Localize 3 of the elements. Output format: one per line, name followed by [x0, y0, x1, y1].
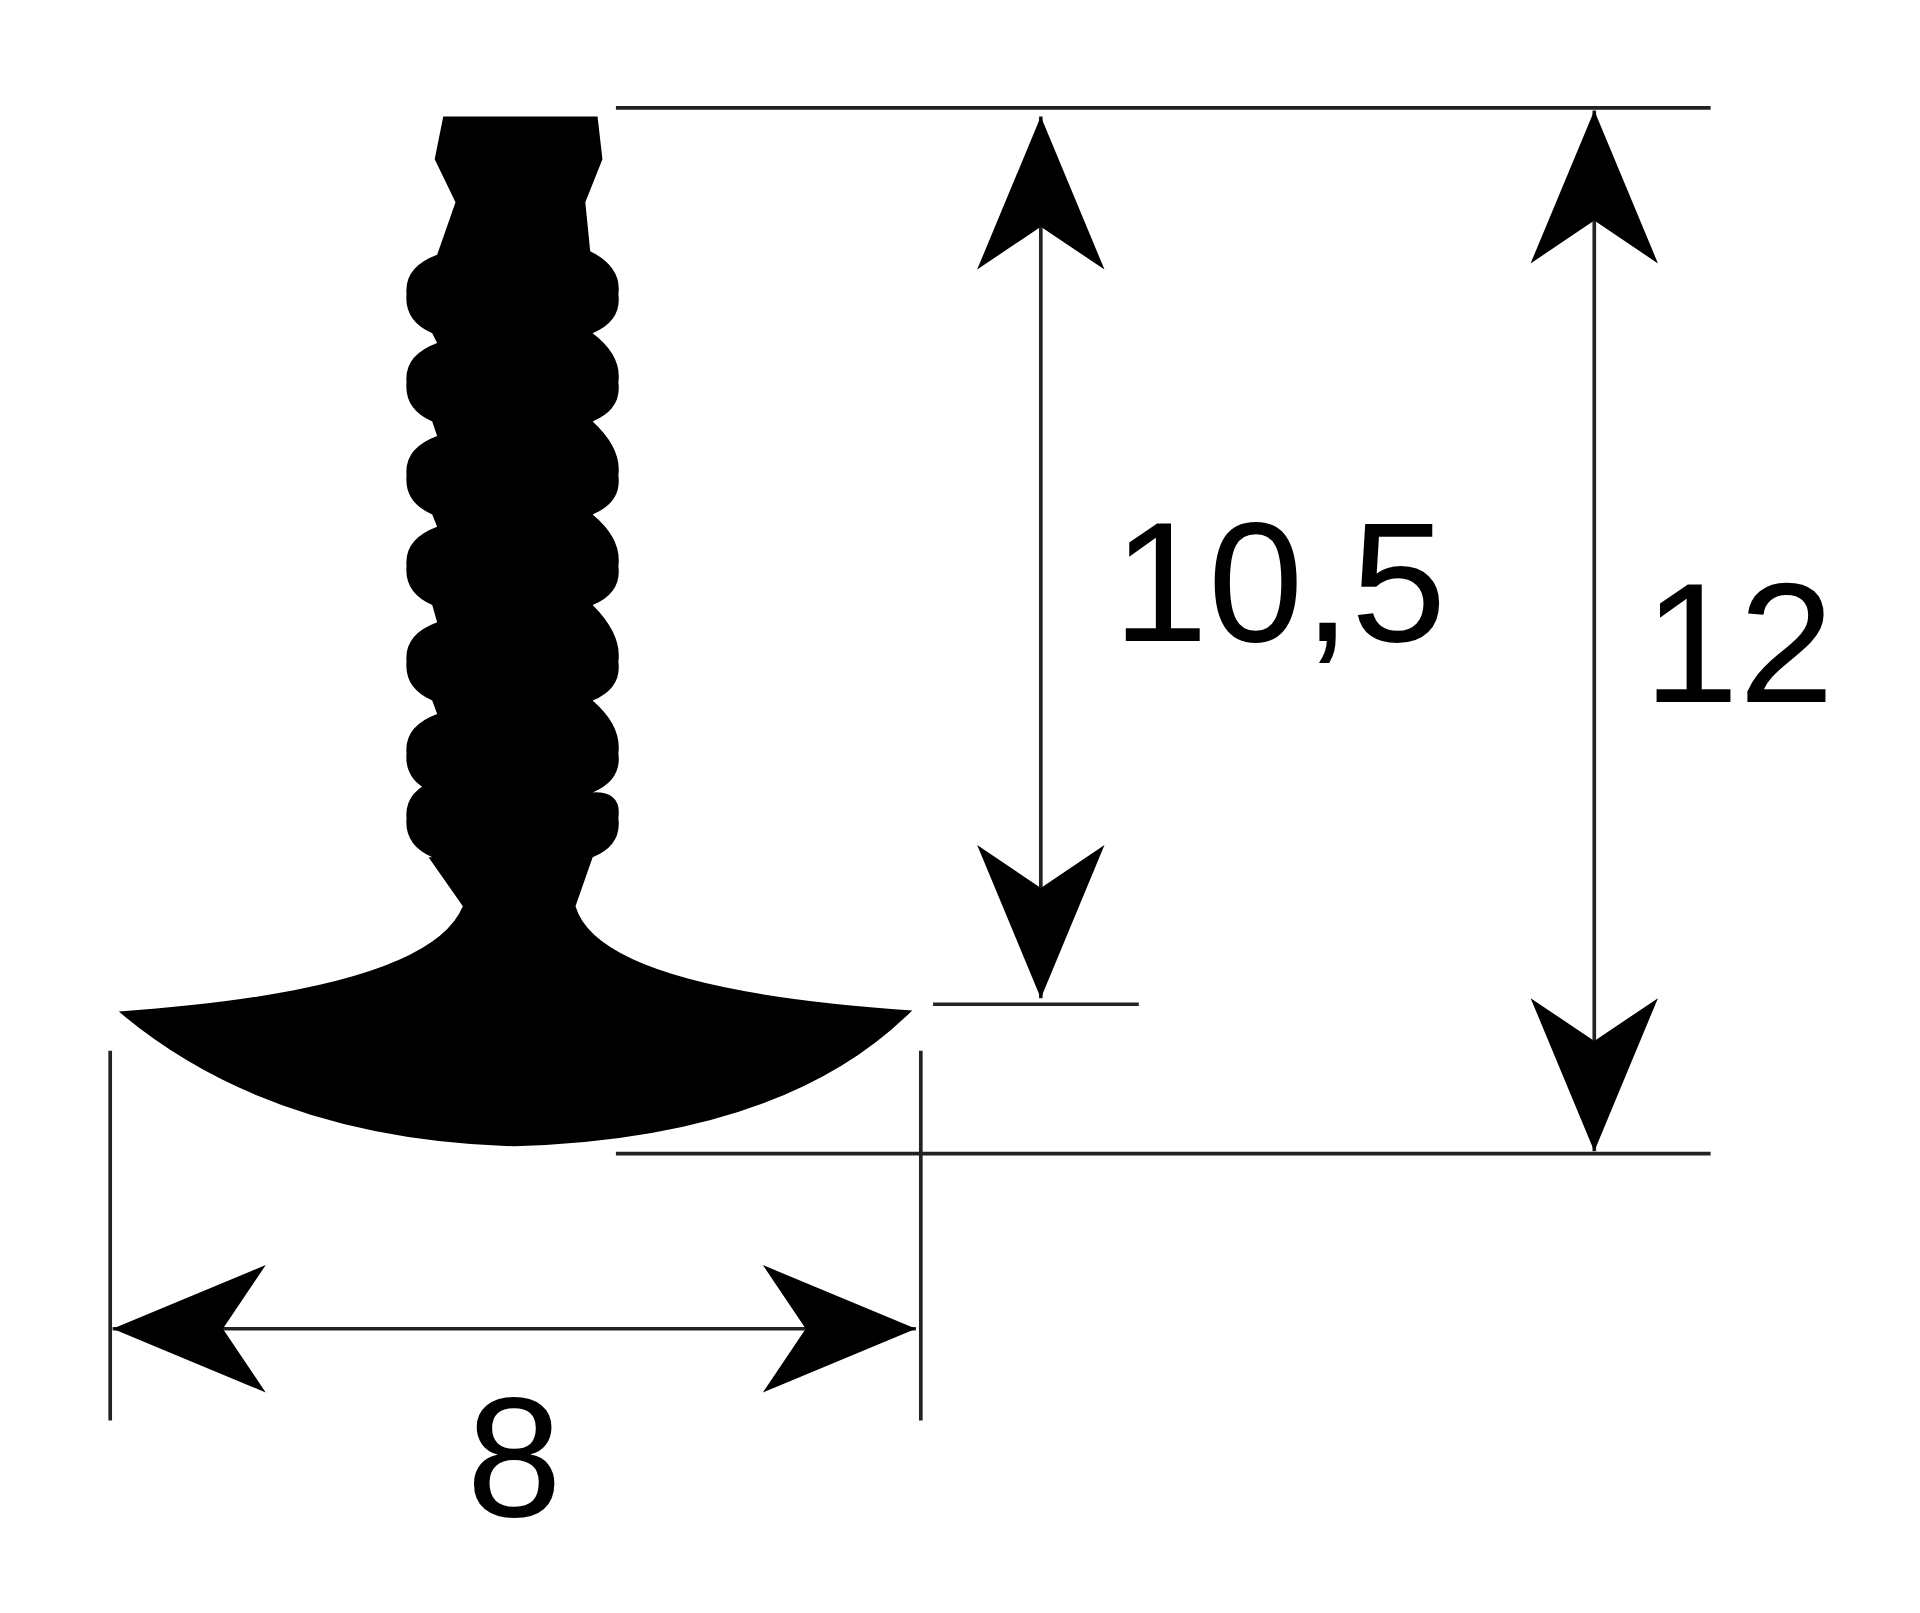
dimension-value: 10,5: [1112, 495, 1447, 668]
dimension-value: 12: [1643, 557, 1835, 729]
dimension-value: 8: [466, 1371, 562, 1543]
